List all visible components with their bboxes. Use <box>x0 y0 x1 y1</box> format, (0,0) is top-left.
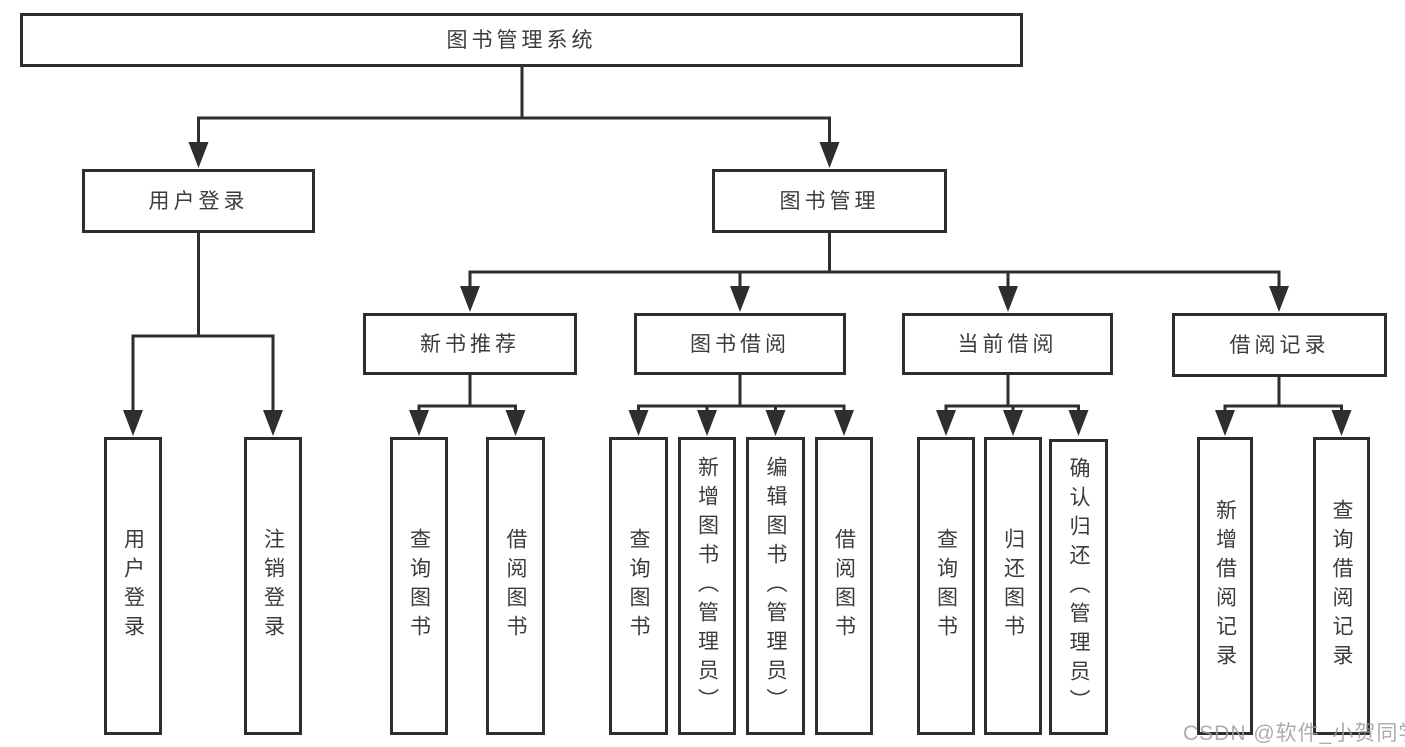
node-label: 注销登录 <box>261 528 285 644</box>
node-user-login: 用户登录 <box>82 169 315 233</box>
leaf-newbook-borrow-books: 借阅图书 <box>486 437 545 735</box>
node-label: 查询图书 <box>407 528 431 644</box>
node-borrow-records: 借阅记录 <box>1172 313 1387 377</box>
leaf-current-query-books: 查询图书 <box>917 437 975 735</box>
node-label: 查询图书 <box>627 528 650 644</box>
leaf-newbook-query-books: 查询图书 <box>390 437 448 735</box>
node-label: 借阅图书 <box>504 528 527 644</box>
node-label: 查询借阅记录 <box>1330 499 1353 673</box>
node-label: 借阅记录 <box>1229 333 1330 357</box>
arrowhead-icon <box>123 142 1352 436</box>
node-label: 图书管理 <box>779 189 880 213</box>
node-book-management: 图书管理 <box>712 169 947 233</box>
node-label: 图书借阅 <box>690 332 790 356</box>
node-new-book-recommend: 新书推荐 <box>363 313 577 375</box>
leaf-records-add-record: 新增借阅记录 <box>1197 437 1253 735</box>
node-label: 用户登录 <box>148 189 249 213</box>
node-current-borrow: 当前借阅 <box>902 313 1113 375</box>
leaf-records-query-record: 查询借阅记录 <box>1313 437 1370 735</box>
node-label: 新增图书（管理员） <box>695 455 719 717</box>
node-label: 当前借阅 <box>957 332 1058 356</box>
leaf-borrow-borrow-books: 借阅图书 <box>815 437 873 735</box>
leaf-borrow-edit-books-admin: 编辑图书（管理员） <box>746 437 805 735</box>
node-label: 编辑图书（管理员） <box>764 455 787 717</box>
leaf-current-confirm-return-admin: 确认归还（管理员） <box>1049 439 1108 735</box>
node-label: 新增借阅记录 <box>1213 499 1237 673</box>
node-label: 归还图书 <box>1001 528 1025 644</box>
node-label: 查询图书 <box>934 528 958 644</box>
node-label: 确认归还（管理员） <box>1067 456 1090 718</box>
leaf-borrow-query-books: 查询图书 <box>609 437 668 735</box>
node-label: 新书推荐 <box>420 332 520 356</box>
node-label: 用户登录 <box>121 528 145 644</box>
leaf-current-return-books: 归还图书 <box>984 437 1042 735</box>
node-book-borrow: 图书借阅 <box>634 313 846 375</box>
node-label: 借阅图书 <box>832 528 856 644</box>
node-root: 图书管理系统 <box>20 13 1023 67</box>
watermark: CSDN @软件_小贺同学 <box>1183 722 1405 745</box>
node-label: 图书管理系统 <box>446 28 597 52</box>
leaf-logout: 注销登录 <box>244 437 302 735</box>
leaf-user-login: 用户登录 <box>104 437 162 735</box>
leaf-borrow-add-books-admin: 新增图书（管理员） <box>678 437 736 735</box>
